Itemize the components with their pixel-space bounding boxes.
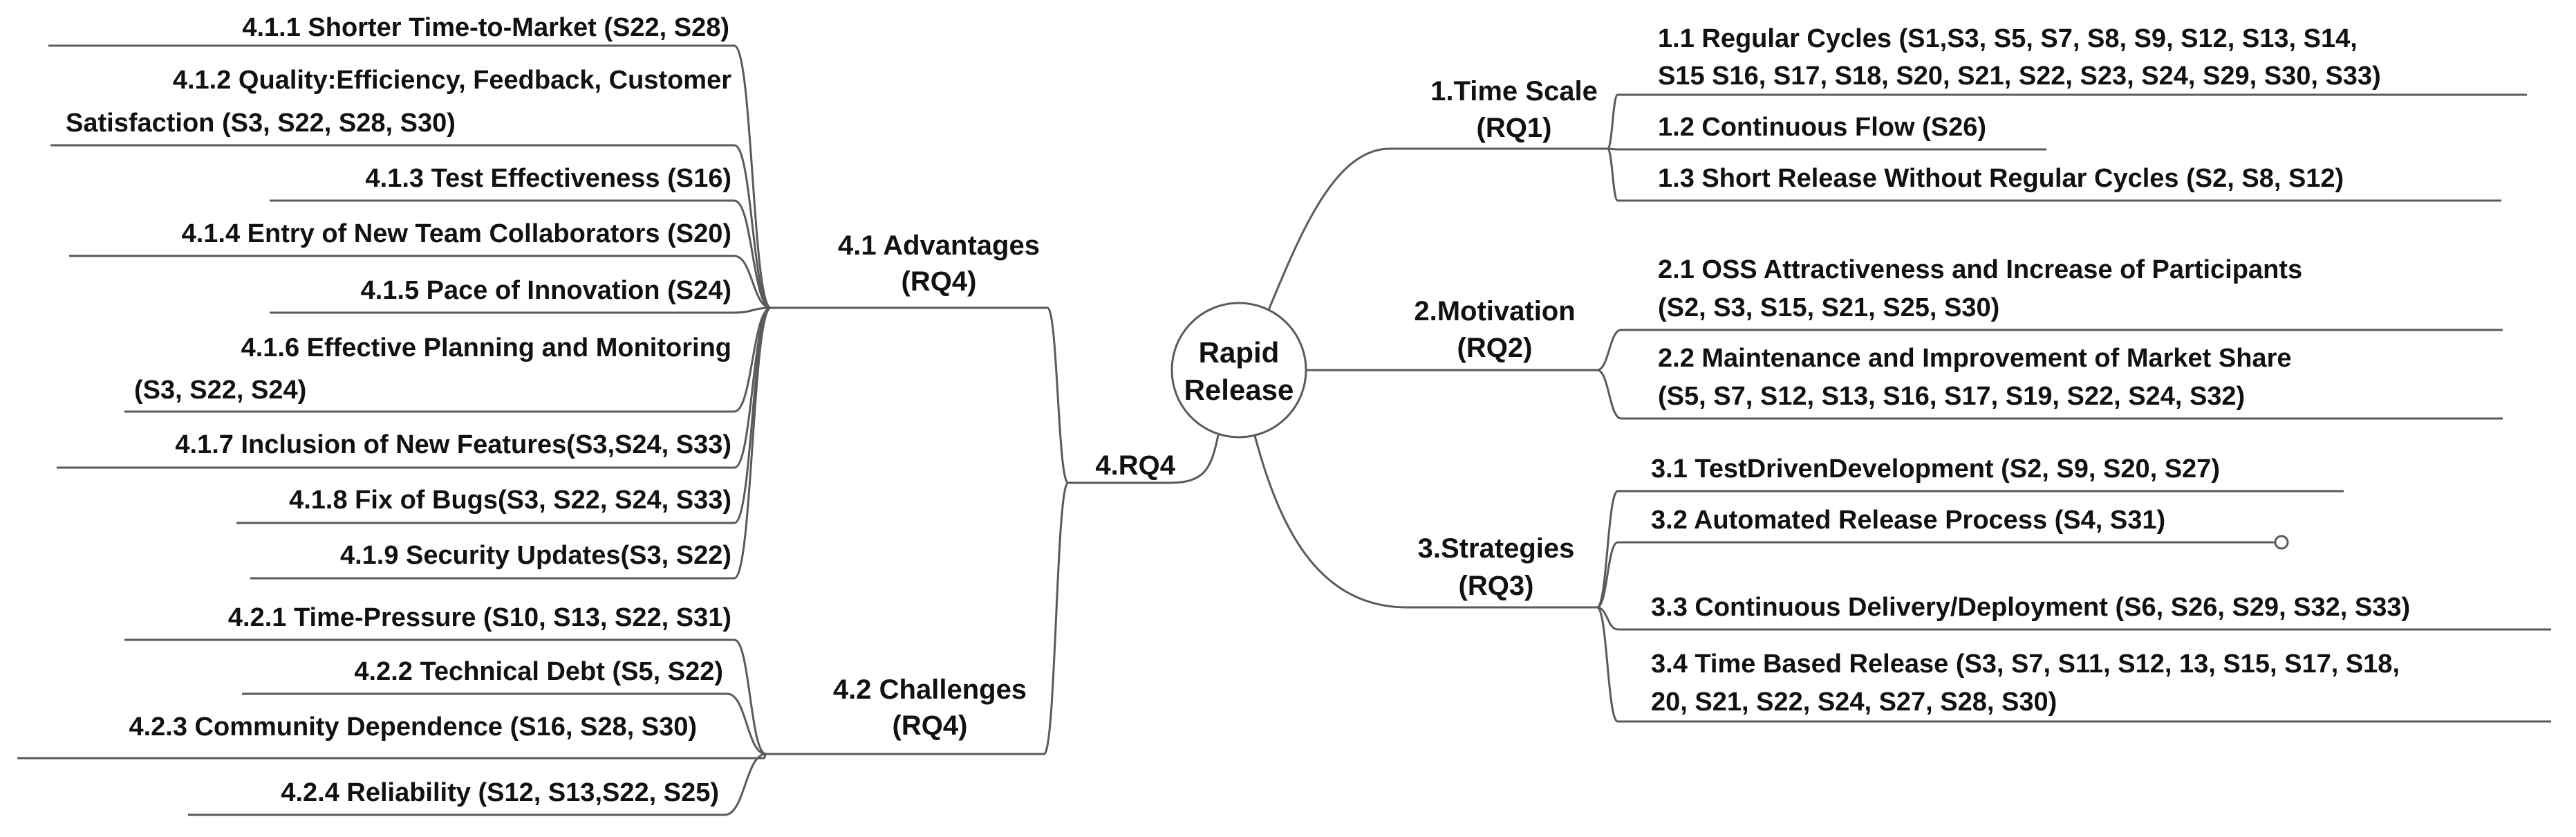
connector-motivation-item-2 [1596, 369, 1622, 420]
time-scale-item-3-line-1: 1.3 Short Release Without Regular Cycles… [1658, 164, 2344, 193]
connector-motivation-item-1 [1596, 329, 1622, 371]
challenges-label-line1: 4.2 Challenges [833, 674, 1027, 705]
connector-advantages-item-2 [734, 144, 772, 309]
motivation-item-1-line-1: 2.1 OSS Attractiveness and Increase of P… [1658, 255, 2302, 284]
connector-challenges-item-2 [727, 692, 767, 755]
advantages-item-5-line-1: 4.1.5 Pace of Innovation (S24) [361, 276, 731, 305]
time-scale-item-2-line-1: 1.2 Continuous Flow (S26) [1658, 113, 1986, 142]
branch-strategies: 3.Strategies (RQ3) [1418, 533, 1575, 601]
central-node-line1: Rapid [1199, 336, 1280, 369]
strategies-label-line2: (RQ3) [1459, 571, 1534, 601]
motivation-item-1-line-2: (S2, S3, S15, S21, S25, S30) [1658, 293, 1999, 322]
challenges-item-1-line-1: 4.2.1 Time-Pressure (S10, S13, S22, S31) [228, 603, 731, 632]
motivation-item-2-line-2: (S5, S7, S12, S13, S16, S17, S19, S22, S… [1658, 382, 2245, 411]
central-node: Rapid Release [1170, 302, 1307, 439]
advantages-item-7-line-1: 4.1.7 Inclusion of New Features(S3,S24, … [175, 430, 731, 459]
advantages-item-4-line-1: 4.1.4 Entry of New Team Collaborators (S… [182, 219, 731, 248]
strategies-item-1-line-1: 3.1 TestDrivenDevelopment (S2, S9, S20, … [1651, 454, 2220, 484]
connector-time-scale-item-3 [1606, 147, 1619, 202]
advantages-item-6-line-2: (S3, S22, S24) [134, 376, 306, 405]
advantages-item-1-line-1: 4.1.1 Shorter Time-to-Market (S22, S28) [242, 13, 729, 42]
branch-rq4-label: 4.RQ4 [1095, 450, 1175, 481]
advantages-item-2-line-1: 4.1.2 Quality:Efficiency, Feedback, Cust… [173, 66, 731, 95]
connector-center-rq4 [1068, 434, 1220, 484]
challenges-item-4-line-1: 4.2.4 Reliability (S12, S13,S22, S25) [281, 778, 719, 807]
challenges-item-2-line-1: 4.2.2 Technical Debt (S5, S22) [354, 657, 723, 686]
challenges-item-3-line-1: 4.2.3 Community Dependence (S16, S28, S3… [129, 712, 697, 742]
strategies-item-4-line-2: 20, S21, S22, S24, S27, S28, S30) [1651, 688, 2057, 717]
advantages-item-3-line-1: 4.1.3 Test Effectiveness (S16) [366, 164, 731, 193]
connector-strategies-item-1 [1596, 490, 1619, 609]
connector-center-time-scale [1267, 147, 1607, 311]
connector-advantages-item-9 [734, 306, 772, 580]
connector-challenges-item-4 [724, 753, 767, 816]
connector-time-scale-item-1 [1606, 93, 1619, 150]
connector-advantages-item-8 [734, 306, 772, 524]
time-scale-items: 1.1 Regular Cycles (S1,S3, S5, S7, S8, S… [1658, 24, 2381, 193]
connector-advantages-item-4 [734, 255, 772, 309]
challenges-items: 4.2.1 Time-Pressure (S10, S13, S22, S31)… [129, 603, 731, 807]
advantages-item-2-line-2: Satisfaction (S3, S22, S28, S30) [66, 109, 456, 138]
connector-challenges-item-1 [734, 638, 767, 755]
advantages-item-8-line-1: 4.1.8 Fix of Bugs(S3, S22, S24, S33) [289, 486, 731, 515]
motivation-label-line1: 2.Motivation [1414, 296, 1575, 326]
advantages-item-6-line-1: 4.1.6 Effective Planning and Monitoring [241, 333, 731, 362]
advantages-label-line1: 4.1 Advantages [838, 230, 1040, 261]
strategies-item-2-line-1: 3.2 Automated Release Process (S4, S31) [1651, 506, 2165, 535]
motivation-items: 2.1 OSS Attractiveness and Increase of P… [1658, 255, 2302, 411]
challenges-label-line2: (RQ4) [893, 710, 968, 741]
time-scale-item-1-line-2: S15 S16, S17, S18, S20, S21, S22, S23, S… [1658, 62, 2381, 91]
strategies-item-4-line-1: 3.4 Time Based Release (S3, S7, S11, S12… [1651, 650, 2400, 679]
advantages-item-9-line-1: 4.1.9 Security Updates(S3, S22) [340, 541, 731, 570]
strategies-items: 3.1 TestDrivenDevelopment (S2, S9, S20, … [1651, 454, 2410, 717]
connector-advantages-item-5 [734, 306, 772, 314]
branch-challenges: 4.2 Challenges (RQ4) [833, 674, 1027, 741]
connector-advantages-item-3 [734, 199, 772, 309]
central-node-line2: Release [1184, 374, 1294, 406]
strategies-label-line1: 3.Strategies [1418, 533, 1575, 564]
motivation-item-2-line-1: 2.2 Maintenance and Improvement of Marke… [1658, 344, 2292, 373]
connector-advantages-item-1 [734, 44, 772, 309]
connector-strategies-item-4 [1596, 606, 1619, 723]
collapse-toggle-icon[interactable] [2274, 535, 2289, 550]
time-scale-label-line1: 1.Time Scale [1430, 76, 1598, 107]
connector-lines [17, 44, 2551, 816]
branch-advantages: 4.1 Advantages (RQ4) [838, 230, 1040, 297]
motivation-label-line2: (RQ2) [1457, 333, 1533, 363]
advantages-label-line2: (RQ4) [902, 266, 977, 297]
connector-strategies-item-2 [1596, 541, 1618, 609]
branch-time-scale: 1.Time Scale (RQ1) [1430, 76, 1598, 143]
connector-center-strategies [1253, 435, 1597, 609]
branch-motivation: 2.Motivation (RQ2) [1414, 296, 1575, 363]
strategies-item-3-line-1: 3.3 Continuous Delivery/Deployment (S6, … [1651, 593, 2410, 622]
time-scale-label-line2: (RQ1) [1477, 113, 1552, 143]
connector-rq4-advantages [1046, 306, 1070, 484]
advantages-items: 4.1.1 Shorter Time-to-Market (S22, S28) 4… [66, 13, 731, 570]
time-scale-item-1-line-1: 1.1 Regular Cycles (S1,S3, S5, S7, S8, S… [1658, 24, 2358, 53]
connector-rq4-challenges [1043, 481, 1070, 755]
central-node-circle [1170, 302, 1307, 439]
